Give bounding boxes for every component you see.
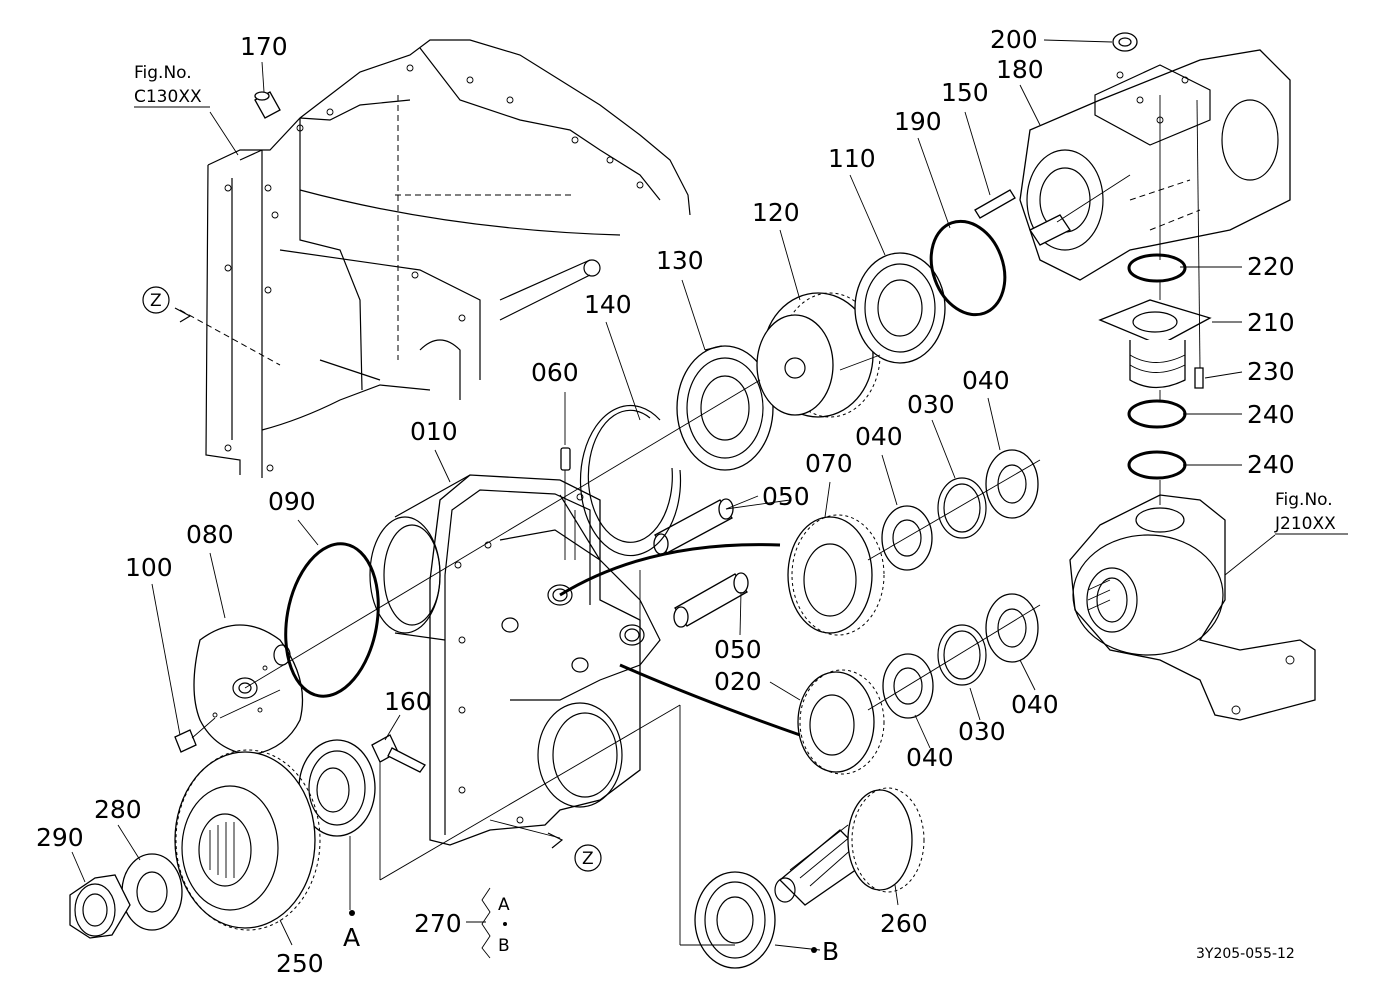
label-040-lower-a: 040 [906,743,954,772]
label-040-lower-b: 040 [1011,690,1059,719]
o-ring-190 [929,219,1007,317]
snap-ring-030-lower [937,624,987,686]
bearing-040-upper-a [881,505,933,571]
bearing-a [298,739,376,837]
bearing-040-upper-b [985,449,1039,519]
gear-250 [174,749,321,931]
o-ring-090 [284,542,380,698]
gear-housing-010 [369,474,661,846]
label-240-upper: 240 [1247,400,1295,429]
bolt-100 [174,717,216,753]
label-050-upper: 050 [762,482,810,511]
label-140: 140 [584,290,632,319]
bearing-110 [854,252,946,364]
label-020: 020 [714,667,762,696]
transmission-case [205,39,691,478]
gear-120 [756,292,881,418]
label-230: 230 [1247,357,1295,386]
marker-b: B [822,937,839,966]
stud-150 [974,189,1016,219]
label-250: 250 [276,949,324,978]
label-270: 270 [414,909,462,938]
fig-ref-right-label: Fig.No. [1275,490,1333,510]
label-030-upper: 030 [907,390,955,419]
part-labels: 010 020 030 030 040 040 040 040 050 050 … [36,25,1295,978]
label-290: 290 [36,823,84,852]
pin-060 [560,447,571,540]
flange-210 [1098,299,1212,389]
fig-references: Fig.No. C130XX Fig.No. J210XX [134,63,1348,535]
label-160: 160 [384,687,432,716]
bolt-230 [1194,367,1204,389]
washer-280 [121,853,183,931]
pin-170 [254,91,281,119]
fig-ref-left-code: C130XX [134,87,202,107]
label-180: 180 [996,55,1044,84]
drawing-code: 3Y205-055-12 [1196,946,1295,962]
label-050-lower: 050 [714,635,762,664]
assembly-line-070 [559,543,781,597]
label-210: 210 [1247,308,1295,337]
gear-070 [787,514,885,636]
plug-200 [1112,32,1138,52]
fig-ref-right-code: J210XX [1274,514,1336,534]
cover-080 [193,624,304,756]
o-ring-240-upper [1127,399,1187,429]
label-080: 080 [186,520,234,549]
shaft-050-lower [673,572,749,628]
marker-z-upper: Z [150,291,162,311]
gear-shaft-260 [774,787,925,906]
nut-290 [69,874,131,939]
valve-housing [1069,494,1316,721]
snap-ring-030-upper [937,477,987,539]
label-150: 150 [941,78,989,107]
gear-020 [797,669,885,775]
leader-lines [71,39,1276,959]
label-190: 190 [894,107,942,136]
bearing-b [694,871,776,969]
label-120: 120 [752,198,800,227]
assembly-line-020 [619,663,801,737]
label-070: 070 [805,449,853,478]
o-ring-240-lower [1127,450,1187,480]
marker-a: A [343,923,360,952]
label-170: 170 [240,32,288,61]
snap-ring-140 [579,405,682,557]
bolt-160 [371,734,426,773]
label-110: 110 [828,144,876,173]
label-030-lower: 030 [958,717,1006,746]
label-100: 100 [125,553,173,582]
label-260: 260 [880,909,928,938]
label-220: 220 [1247,252,1295,281]
label-130: 130 [656,246,704,275]
center-lines [174,95,1201,951]
markers: Z Z A B A B [142,286,839,966]
fig-ref-left-label: Fig.No. [134,63,192,83]
o-ring-220 [1127,253,1187,283]
label-200: 200 [990,25,1038,54]
marker-z-lower: Z [582,849,594,869]
bearing-040-lower-b [985,593,1039,663]
label-040-upper-a: 040 [855,422,903,451]
label-060: 060 [531,358,579,387]
label-240-lower: 240 [1247,450,1295,479]
label-010: 010 [410,417,458,446]
hydraulic-pump-180 [1019,49,1291,281]
label-040-upper-b: 040 [962,366,1010,395]
bracket-marker-a: A [498,895,510,915]
label-280: 280 [94,795,142,824]
bracket-marker-b: B [498,936,510,956]
label-090: 090 [268,487,316,516]
